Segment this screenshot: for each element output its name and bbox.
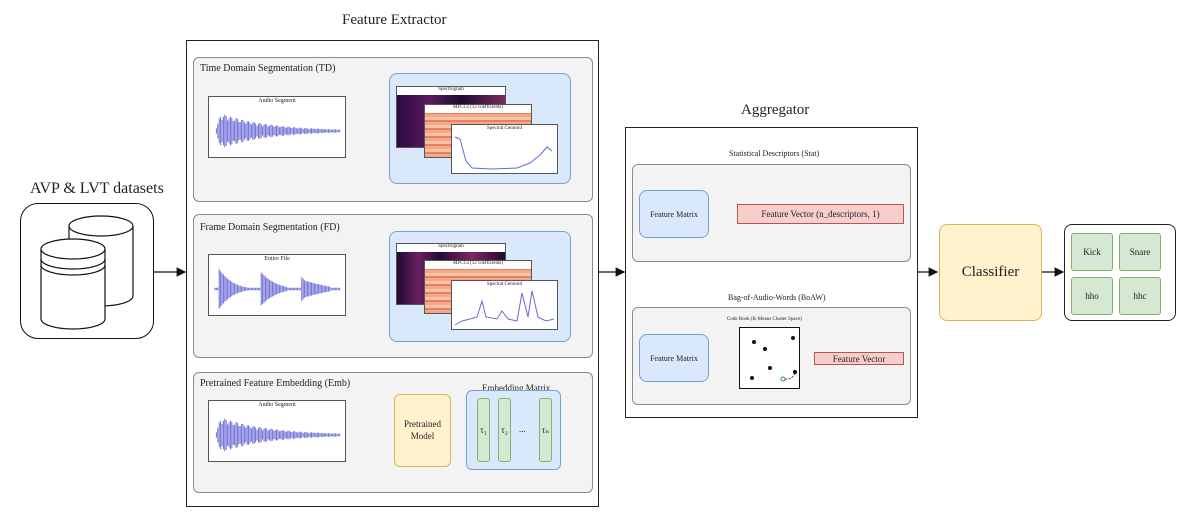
embedding-column-1: τ₁ xyxy=(477,398,490,462)
pretrained-model-box: Pretrained Model xyxy=(394,394,451,467)
class-hhc: hhc xyxy=(1119,277,1161,315)
stat-feature-vector: Feature Vector (n_descriptors, 1) xyxy=(737,204,904,224)
td-waveform: Audio Segment xyxy=(208,96,346,158)
waveform-trace xyxy=(214,269,341,309)
aggregator-title: Aggregator xyxy=(741,102,810,118)
codebook-plot xyxy=(739,327,800,389)
td-centroid-label: Spectral Centroid xyxy=(486,126,523,131)
tau-n-label: τₙ xyxy=(541,424,550,435)
class-kick: Kick xyxy=(1071,233,1113,271)
tau-1-label: τ₁ xyxy=(480,425,487,435)
emb-waveform: Audio Segment xyxy=(208,400,346,462)
class-hho: hho xyxy=(1071,277,1113,315)
stat-title: Statistical Descriptors (Stat) xyxy=(729,149,820,158)
embedding-column-n: τₙ xyxy=(539,398,552,462)
waveform-plot xyxy=(214,269,341,309)
boaw-feature-matrix: Feature Matrix xyxy=(639,334,709,382)
centroid-curve xyxy=(454,136,553,170)
waveform-plot xyxy=(215,114,341,148)
fd-waveform-label: Entire File xyxy=(264,256,290,262)
waveform-trace xyxy=(215,418,341,452)
fd-centroid-label: Spectral Centroid xyxy=(486,282,523,287)
td-title: Time Domain Segmentation (TD) xyxy=(200,63,336,74)
fd-centroid: Spectral Centroid xyxy=(451,280,558,330)
fd-mfcc-label: MFCCs (12 coefficients) xyxy=(453,261,503,266)
boaw-feature-matrix-label: Feature Matrix xyxy=(650,353,698,363)
datasets-label: AVP & LVT datasets xyxy=(30,180,164,197)
cluster-points xyxy=(750,336,797,382)
td-mfcc-label: MFCCs (12 coefficients) xyxy=(453,105,503,110)
class-kick-label: Kick xyxy=(1083,247,1101,257)
waveform-trace xyxy=(215,114,341,148)
waveform-plot xyxy=(215,418,341,452)
class-snare: Snare xyxy=(1119,233,1161,271)
datasets-box xyxy=(20,203,154,339)
classifier-label: Classifier xyxy=(961,264,1020,280)
tau-2-label: τ₂ xyxy=(501,425,508,435)
database-icon xyxy=(40,215,134,330)
td-spectrogram-label: Spectrogram xyxy=(438,87,464,92)
centroid-curve xyxy=(454,290,555,326)
fd-title: Frame Domain Segmentation (FD) xyxy=(200,222,340,233)
embedding-column-2: τ₂ xyxy=(498,398,511,462)
class-hho-label: hho xyxy=(1085,291,1099,301)
stat-feature-vector-label: Feature Vector (n_descriptors, 1) xyxy=(761,209,880,219)
stat-feature-matrix: Feature Matrix xyxy=(639,190,709,238)
boaw-feature-vector: Feature Vector xyxy=(814,352,904,365)
codebook-label: Code Book (K-Means Cluster Space) xyxy=(727,317,802,322)
fd-spectrogram-label: Spectrogram xyxy=(438,244,464,249)
classifier-box: Classifier xyxy=(939,224,1042,321)
extractor-title: Feature Extractor xyxy=(342,12,447,28)
class-hhc-label: hhc xyxy=(1133,291,1147,301)
boaw-feature-vector-label: Feature Vector xyxy=(832,353,886,364)
emb-waveform-label: Audio Segment xyxy=(258,402,296,408)
fd-waveform: Entire File xyxy=(208,254,346,316)
embedding-matrix-title: Embedding Matrix xyxy=(482,383,551,393)
embedding-ellipsis: ... xyxy=(519,424,526,434)
emb-title: Pretrained Feature Embedding (Emb) xyxy=(200,378,351,389)
td-waveform-label: Audio Segment xyxy=(258,98,296,104)
class-snare-label: Snare xyxy=(1129,247,1151,257)
pretrained-model-label: Pretrained Model xyxy=(404,418,441,441)
stat-feature-matrix-label: Feature Matrix xyxy=(650,209,698,219)
td-centroid: Spectral Centroid xyxy=(451,124,558,174)
boaw-title: Bag-of-Audio-Words (BoAW) xyxy=(728,293,826,302)
